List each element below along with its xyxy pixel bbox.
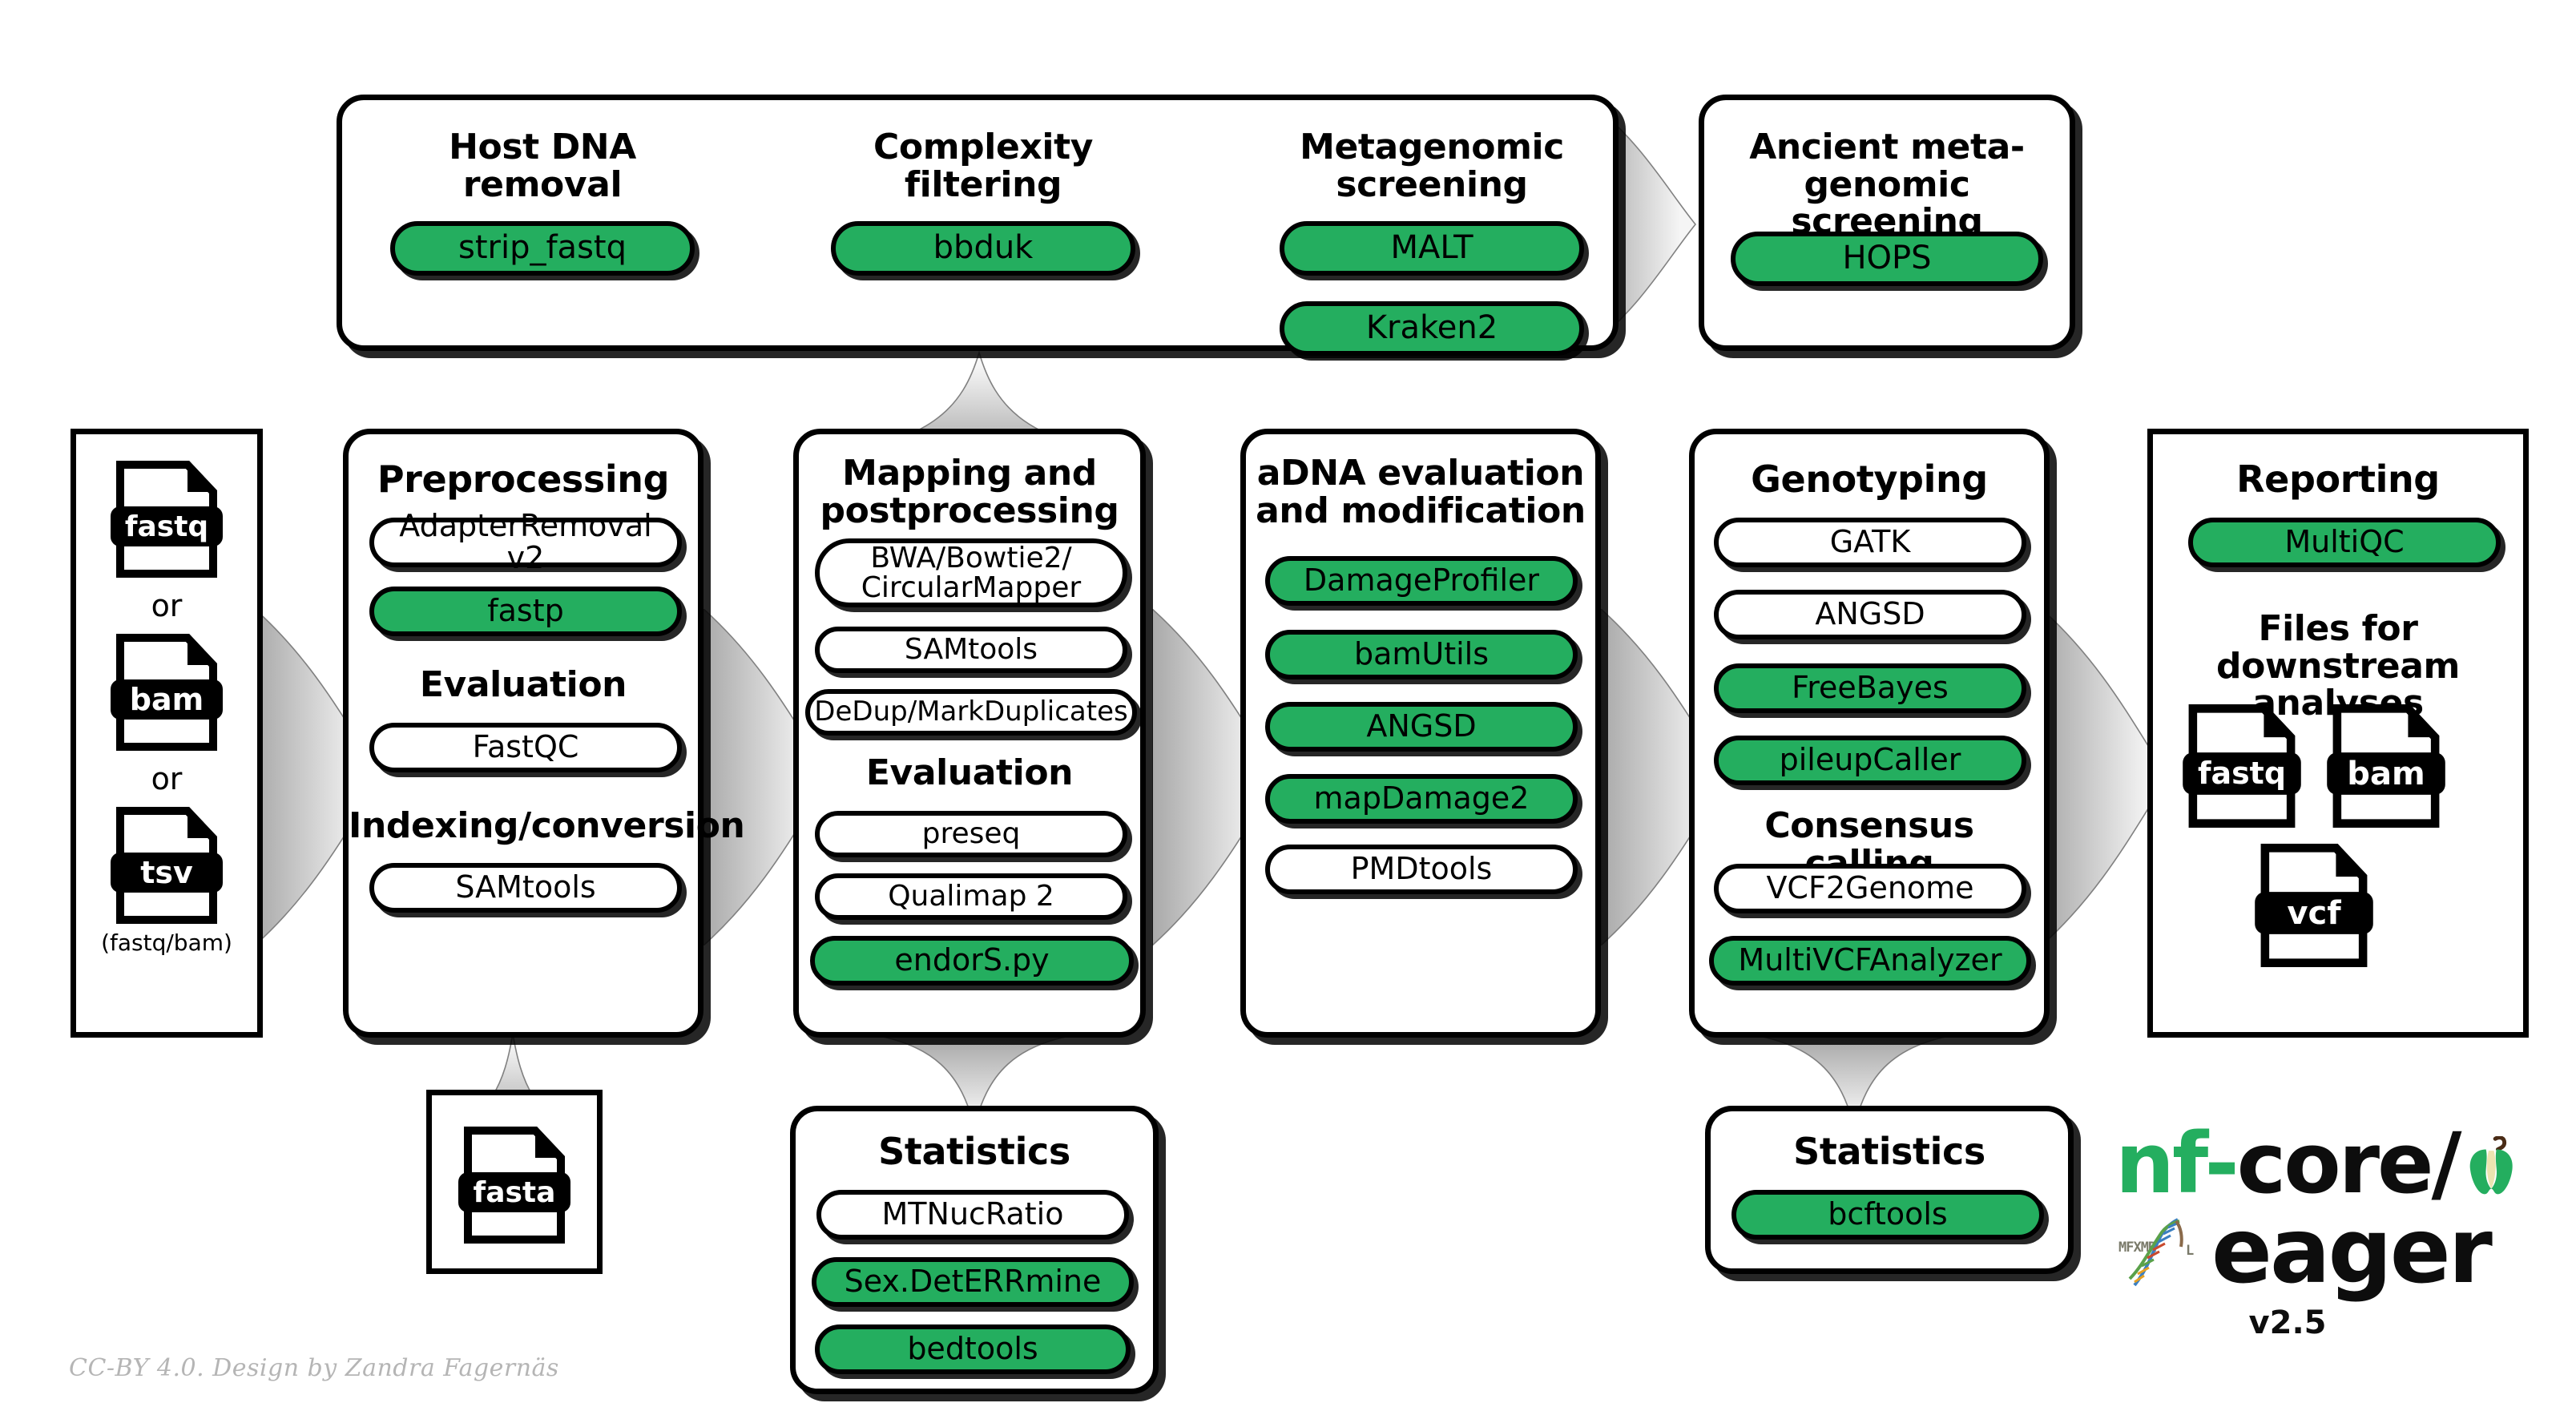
tool-pill[interactable]: DamageProfiler (1265, 556, 1578, 606)
credit-text: CC-BY 4.0. Design by Zandra Fagernäs (69, 1354, 559, 1382)
svg-text:bam: bam (2347, 756, 2425, 792)
svg-text:L: L (2186, 1243, 2194, 1259)
tool-pill[interactable]: endorS.py (810, 936, 1134, 986)
tool-pill[interactable]: mapDamage2 (1265, 774, 1578, 824)
logo-line-1: nf- core/ (2115, 1122, 2516, 1205)
svg-text:fastq: fastq (2198, 756, 2286, 791)
nf-core-eager-logo: nf- core/ MFXMR L (2115, 1122, 2516, 1378)
section-title: Statistics (878, 1130, 1070, 1173)
file-icon-fastq: fastq (2182, 704, 2302, 828)
or-label: or (151, 761, 183, 796)
column-title: aDNA evaluation and modification (1256, 453, 1586, 531)
file-icon-vcf: vcf (2254, 843, 2374, 968)
tool-pill[interactable]: MTNucRatio (816, 1190, 1129, 1240)
tool-pill[interactable]: VCF2Genome (1714, 864, 2026, 913)
tool-pill[interactable]: Sex.DetERRmine (812, 1257, 1134, 1307)
logo-nf-text: nf- (2115, 1115, 2239, 1212)
group-heading: Evaluation (865, 752, 1074, 793)
tool-pill[interactable]: Kraken2 (1280, 301, 1584, 357)
tool-pill[interactable]: GATK (1714, 518, 2026, 567)
column-preprocessing: Preprocessing AdapterRemoval v2 fastp Ev… (343, 429, 745, 1038)
svg-text:tsv: tsv (140, 855, 193, 890)
statistics-genotyping-box: Statistics bcftools (1705, 1106, 2074, 1274)
tool-pill[interactable]: ANGSD (1265, 702, 1578, 752)
group-heading: Evaluation (419, 664, 627, 705)
section-title: Metagenomic screening (1300, 127, 1564, 205)
column-adna: aDNA evaluation and modification DamageP… (1240, 429, 1601, 1038)
tool-pill[interactable]: HOPS (1731, 232, 2043, 286)
tool-pill[interactable]: pileupCaller (1714, 736, 2026, 785)
tool-pill[interactable]: bamUtils (1265, 630, 1578, 679)
svg-text:fastq: fastq (125, 510, 208, 543)
section-title: Statistics (1793, 1130, 1985, 1173)
tool-pill[interactable]: bedtools (815, 1324, 1131, 1374)
section-title: Host DNA removal (449, 127, 636, 205)
input-files-box: fastq or bam or tsv (fastq/bam) (71, 429, 263, 1038)
section-title: Ancient meta- genomic screening (1749, 127, 2025, 243)
file-icon-fasta: fasta (458, 1126, 570, 1244)
file-icon-tsv: tsv (111, 806, 223, 925)
file-icon-fastq: fastq (111, 460, 223, 579)
logo-core-text: core/ (2236, 1115, 2462, 1212)
reference-fasta-box: fasta (426, 1090, 603, 1274)
column-reporting: Reporting MultiQC Files for downstream a… (2147, 429, 2529, 1038)
group-heading: Indexing/conversion (349, 805, 745, 846)
file-icon-bam: bam (2326, 704, 2446, 828)
tool-pill[interactable]: MultiQC (2188, 518, 2501, 567)
logo-version: v2.5 (2248, 1304, 2327, 1341)
or-label: or (151, 588, 183, 623)
tool-pill[interactable]: fastp (369, 587, 682, 636)
statistics-mapping-box: Statistics MTNucRatio Sex.DetERRmine bed… (790, 1106, 1159, 1394)
tool-pill[interactable]: SAMtools (815, 627, 1127, 673)
tsv-note: (fastq/bam) (101, 929, 232, 956)
tool-pill[interactable]: bcftools (1731, 1190, 2044, 1240)
svg-text:vcf: vcf (2287, 895, 2341, 932)
column-title: Reporting (2236, 458, 2440, 501)
tool-pill[interactable]: MALT (1280, 221, 1584, 276)
svg-text:bam: bam (130, 682, 204, 717)
optional-steps-container: Host DNA removal strip_fastq Complexity … (337, 95, 1619, 357)
logo-line-2: MFXMR L e (2115, 1207, 2516, 1296)
tool-pill[interactable]: Qualimap 2 (815, 873, 1127, 920)
apple-core-icon (2466, 1127, 2516, 1200)
tool-pill[interactable]: bbduk (831, 221, 1135, 276)
tool-pill[interactable]: BWA/Bowtie2/ CircularMapper (815, 538, 1127, 607)
tool-pill[interactable]: strip_fastq (390, 221, 695, 276)
file-icon-bam: bam (111, 633, 223, 752)
logo-eager-text: eager (2211, 1199, 2493, 1304)
tool-pill[interactable]: FastQC (369, 723, 682, 772)
tool-pill[interactable]: PMDtools (1265, 845, 1578, 894)
dna-helix-icon: MFXMR L (2115, 1215, 2210, 1288)
column-mapping: Mapping and postprocessing BWA/Bowtie2/ … (793, 429, 1146, 1038)
column-title: Preprocessing (377, 458, 670, 501)
tool-pill[interactable]: SAMtools (369, 863, 682, 913)
arrow-metagenomic-to-ancient (1593, 104, 1697, 345)
section-complexity-filtering: Complexity filtering bbduk (823, 127, 1143, 276)
svg-text:fasta: fasta (474, 1176, 556, 1209)
tool-pill[interactable]: DeDup/MarkDuplicates (805, 689, 1137, 736)
section-host-dna-removal: Host DNA removal strip_fastq (374, 127, 711, 276)
section-metagenomic-screening: Metagenomic screening MALT Kraken2 (1272, 127, 1592, 357)
tool-pill[interactable]: preseq (815, 811, 1127, 857)
ancient-metagenomic-screening-box: Ancient meta- genomic screening HOPS (1699, 95, 2075, 351)
column-title: Mapping and postprocessing (820, 453, 1119, 531)
tool-pill[interactable]: FreeBayes (1714, 663, 2026, 713)
tool-pill[interactable]: MultiVCFAnalyzer (1709, 936, 2031, 986)
tool-pill[interactable]: AdapterRemoval v2 (369, 510, 682, 574)
tool-pill[interactable]: ANGSD (1714, 590, 2026, 639)
section-title: Complexity filtering (873, 127, 1093, 205)
column-genotyping: Genotyping GATK ANGSD FreeBayes pileupCa… (1689, 429, 2050, 1038)
column-title: Genotyping (1751, 458, 1988, 501)
